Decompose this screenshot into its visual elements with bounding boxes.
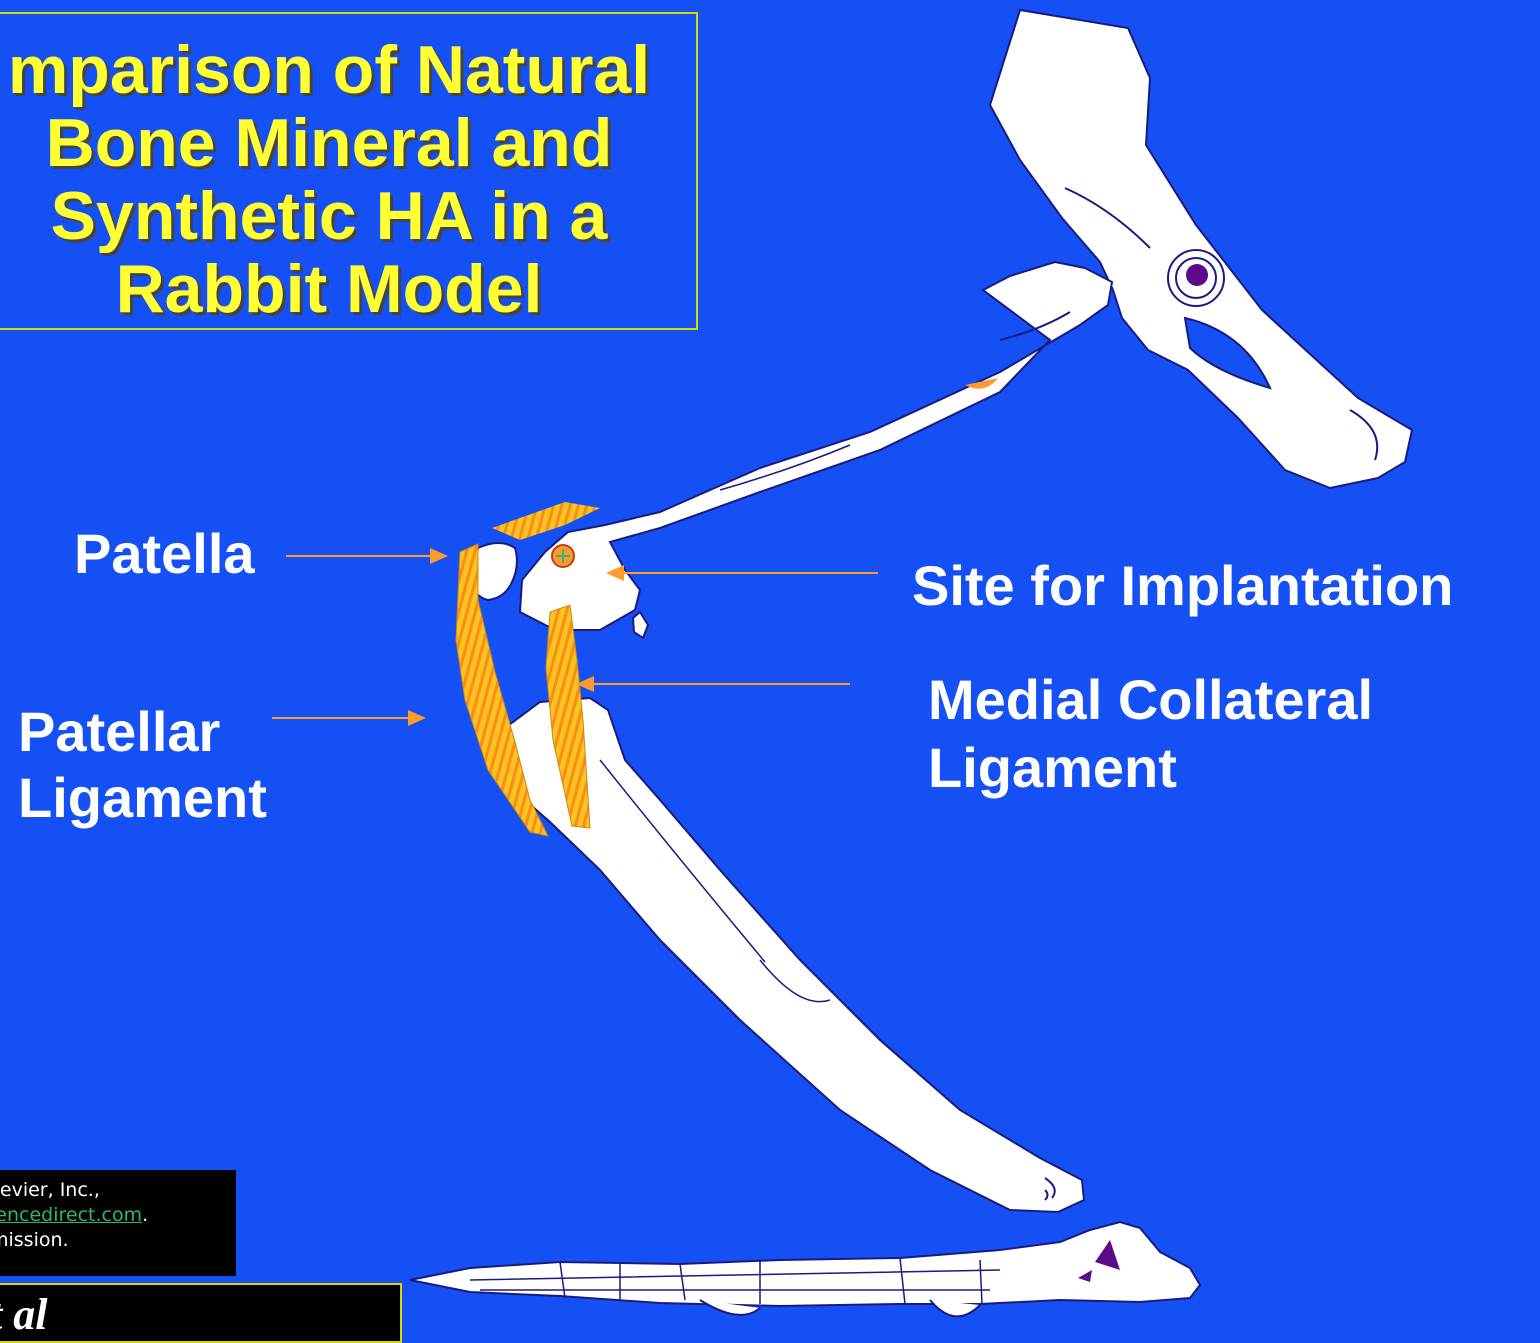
credit-box: sevier, Inc., iencedirect.com. mission. <box>0 1170 236 1276</box>
mcl-label-line1: Medial Collateral <box>928 668 1373 732</box>
credit-link[interactable]: iencedirect.com <box>0 1204 142 1226</box>
patellar-ligament-label-line2: Ligament <box>18 766 267 830</box>
patella-bone <box>472 543 517 600</box>
credit-line-1: sevier, Inc., <box>0 1178 236 1203</box>
reference-text: t al <box>0 1289 47 1340</box>
reference-box: t al <box>0 1283 402 1343</box>
foot-bones <box>410 1222 1200 1306</box>
patellar-ligament-label-line1: Patellar <box>18 700 220 764</box>
credit-line-2: iencedirect.com. <box>0 1203 236 1228</box>
credit-line-3: mission. <box>0 1228 236 1253</box>
mcl-label-line2: Ligament <box>928 736 1177 800</box>
credit-line-2-tail: . <box>142 1204 148 1226</box>
implant-site-label: Site for Implantation <box>912 554 1453 618</box>
patella-label: Patella <box>74 522 255 586</box>
pelvis-bone <box>990 10 1412 488</box>
